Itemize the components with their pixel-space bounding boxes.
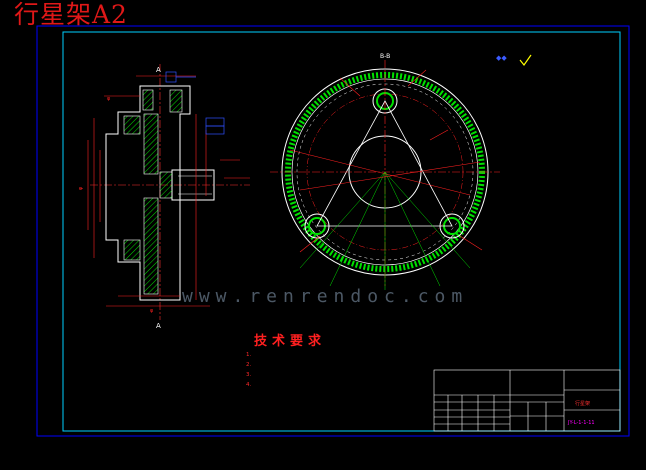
tech-note-4: 4. — [246, 382, 252, 388]
title-block — [433, 369, 621, 432]
svg-text:φ: φ — [78, 186, 84, 190]
front-view: B-B — [270, 53, 532, 290]
reference-mark-icon: ◆◆ — [496, 54, 507, 62]
svg-text:A: A — [156, 66, 161, 74]
sheet-outer-frame — [36, 25, 630, 437]
title-block-part-name: 行星架 — [575, 401, 591, 407]
drawing-caption: 行星架A2 — [14, 0, 128, 29]
svg-text:φ: φ — [107, 96, 111, 102]
tech-requirements-title: 技术要求 — [254, 334, 327, 349]
svg-text:B-B: B-B — [380, 53, 390, 60]
tech-note-2: 2. — [246, 362, 252, 368]
section-view: φ φ φ A A — [78, 64, 250, 330]
watermark-text: www.renrendoc.com — [182, 286, 469, 307]
tech-note-1: 1. — [246, 352, 252, 358]
svg-text:φ: φ — [150, 308, 154, 314]
svg-text:A: A — [156, 322, 161, 330]
sheet-inner-border — [62, 31, 621, 432]
tech-note-3: 3. — [246, 372, 252, 378]
title-block-drawing-no: JY-L-1-1-11 — [568, 420, 595, 426]
